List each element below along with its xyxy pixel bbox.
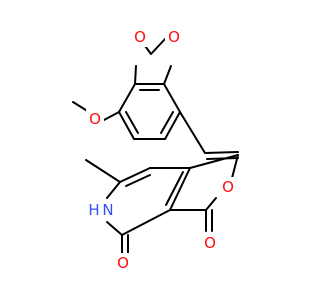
bond-ar-6 — [118, 83, 136, 113]
bond-c7-c6 — [119, 167, 151, 183]
bond-c6-n — [106, 181, 121, 199]
bond-ch-c-double — [204, 151, 239, 154]
bond-ar-3-inner — [160, 111, 174, 134]
atom-h-on-n: H — [88, 201, 99, 219]
bond-c1-c7a — [189, 154, 239, 169]
bond-ar-ch — [179, 111, 206, 154]
bond-ar-3 — [164, 111, 181, 140]
bond-c7a-c7a-inner — [165, 171, 184, 206]
bond-n-c4 — [106, 221, 123, 236]
bond-c7-c6-inner — [125, 174, 151, 187]
atom-o-dioxole-right: O — [168, 28, 180, 46]
atom-o-furanone-ring: O — [222, 178, 234, 196]
bond-o-ring-c3 — [205, 197, 217, 211]
bond-c-o-dioxole-right — [163, 65, 172, 85]
atom-o-dioxole-left: O — [134, 28, 146, 46]
bond-c7a-c3a — [169, 167, 191, 211]
atom-o-carbonyl-right: O — [204, 234, 216, 252]
atom-labels: O O O O N H O O — [86, 27, 237, 273]
bonds — [72, 38, 239, 255]
bond-dioxole-right — [150, 38, 166, 55]
bond-c-o-dioxole-left — [134, 65, 137, 85]
bond-c-o-methoxy — [103, 111, 120, 121]
bond-ar-2 — [163, 83, 181, 113]
bond-c1-o-ring — [231, 154, 239, 179]
bond-ar-5 — [118, 111, 135, 140]
molecule-diagram: O O O O N H O O — [72, 27, 239, 273]
bond-c6-ch3 — [85, 159, 121, 183]
bond-c4-c3a — [121, 209, 171, 236]
atom-n: N — [102, 201, 113, 219]
bond-ar-5-inner — [125, 111, 139, 134]
atom-o-methoxy: O — [89, 110, 101, 128]
atom-o-carbonyl-left: O — [117, 254, 129, 272]
